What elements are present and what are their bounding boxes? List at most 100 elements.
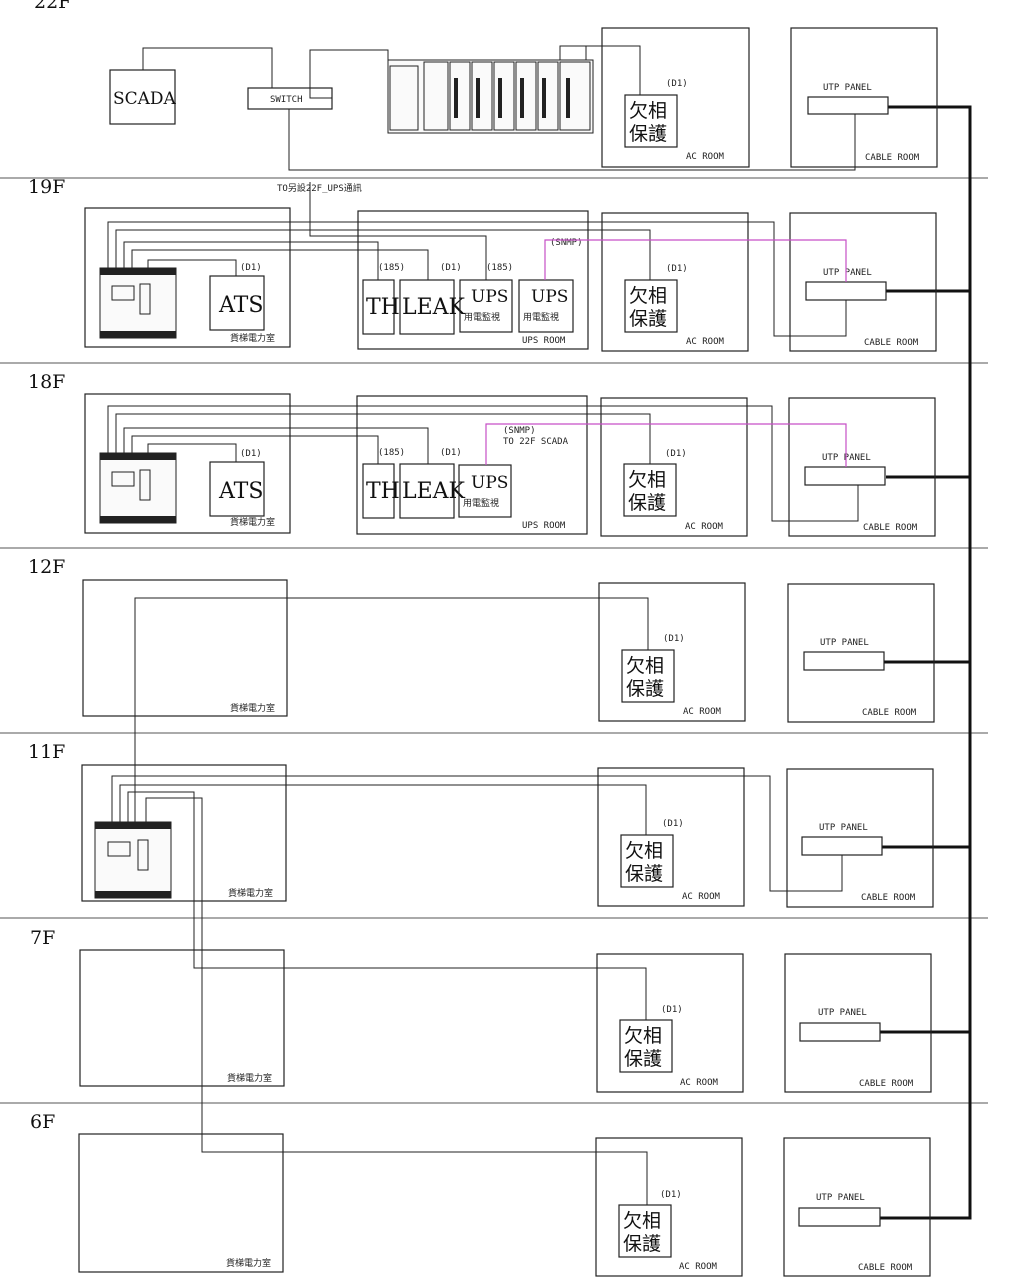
leak-label: LEAK (402, 479, 466, 504)
floor-11F: 貨梯電力室 (D1) 欠相 保護 AC ROOM UTP PANEL CABLE… (81, 764, 934, 1205)
to-22f-scada-label: TO 22F SCADA (503, 437, 569, 447)
utp-panel-11F (801, 836, 883, 856)
plc-18F (99, 452, 177, 524)
utp-panel-label: UTP PANEL (820, 638, 869, 648)
floor-12F: 貨梯電力室 (D1) 欠相 保護 AC ROOM UTP PANEL CABLE… (82, 579, 935, 822)
cable-room-label: CABLE ROOM (858, 1263, 913, 1273)
ups-label: UPS (471, 287, 508, 307)
floor-label-18F: 18F (28, 371, 65, 393)
phase-protect-text-1: 欠相 (624, 1025, 662, 1047)
elevator-room-label: 貨梯電力室 (226, 1257, 271, 1269)
ups-sub-label: 用電監視 (464, 311, 500, 323)
floor-label-6F: 6F (30, 1111, 55, 1133)
floor-label-19F: 19F (28, 176, 65, 198)
phase-protect-text-1: 欠相 (625, 840, 663, 862)
d1-label: (D1) (663, 634, 685, 644)
cable-room-label: CABLE ROOM (859, 1079, 914, 1089)
leak-label: LEAK (402, 295, 466, 320)
floor-7F: 貨梯電力室 (D1) 欠相 保護 AC ROOM UTP PANEL CABLE… (79, 949, 932, 1093)
elevator-room-6F (78, 1133, 284, 1273)
utp-panel-22F (807, 96, 889, 115)
utp-panel-label: UTP PANEL (823, 83, 872, 93)
elevator-room-label: 貨梯電力室 (228, 887, 273, 899)
utp-panel-7F (799, 1022, 881, 1042)
phase-protect-text-2: 保護 (629, 123, 667, 145)
phase-protect-22F (624, 94, 678, 148)
ac-room-22F (601, 27, 750, 168)
d1-label: (D1) (660, 1190, 682, 1200)
d1-label: (D1) (666, 264, 688, 274)
phase-protect-text-2: 保護 (628, 492, 666, 514)
phase-protect-text-2: 保護 (624, 1048, 662, 1070)
ac-room-label: AC ROOM (686, 152, 725, 162)
ac-room-18F (600, 397, 748, 537)
ac-room-19F (601, 212, 749, 352)
snmp-line-18F (485, 423, 847, 467)
ups-box-19F-2 (518, 279, 574, 333)
ats-box-18F (209, 461, 265, 517)
ups-label: UPS (531, 287, 568, 307)
ac-room-label: AC ROOM (680, 1078, 719, 1088)
cable-room-18F (788, 397, 936, 537)
phase-protect-text-1: 欠相 (623, 1210, 661, 1232)
ats-label: ATS (218, 293, 263, 318)
d1-label: (D1) (240, 263, 262, 273)
phase-protect-7F (619, 1019, 673, 1073)
snmp-label: (SNMP) (550, 238, 583, 248)
utp-panel-label: UTP PANEL (816, 1193, 865, 1203)
elevator-room-18F (84, 393, 291, 534)
th-label: TH (366, 295, 400, 320)
trunk-line (880, 105, 972, 1220)
floor-label-12F: 12F (28, 556, 65, 578)
floor-19F: TO另設22F_UPS通訊 ATS (D1) 貨梯電力室 TH (185) LE… (84, 182, 937, 352)
utp-panel-label: UTP PANEL (823, 268, 872, 278)
floor-label-22F: 22F (34, 0, 71, 13)
elevator-room-label: 貨梯電力室 (230, 516, 275, 528)
ac-room-label: AC ROOM (679, 1262, 718, 1272)
cable-room-label: CABLE ROOM (861, 893, 916, 903)
cable-room-6F (783, 1137, 931, 1277)
th-label: TH (366, 479, 400, 504)
elevator-room-12F (82, 579, 288, 717)
ac-room-11F (597, 767, 745, 907)
cable-room-12F (787, 583, 935, 723)
phase-protect-text-1: 欠相 (629, 100, 667, 122)
utp-panel-6F (798, 1207, 881, 1227)
phase-protect-text-1: 欠相 (628, 469, 666, 491)
snmp-label: (SNMP) (503, 426, 536, 436)
floor-label-11F: 11F (28, 741, 65, 763)
phase-protect-text-1: 欠相 (629, 285, 667, 307)
ups-label: UPS (471, 473, 508, 493)
rs485-label: (185) (486, 263, 513, 273)
cable-room-label: CABLE ROOM (862, 708, 917, 718)
leak-box-18F (399, 463, 455, 519)
plc-rack-22F (387, 59, 594, 134)
snmp-line-19F (544, 239, 847, 282)
floor-18F: ATS (D1) 貨梯電力室 TH (185) LEAK (D1) UPS 用電… (84, 393, 936, 537)
phase-protect-text-2: 保護 (625, 863, 663, 885)
ups-room-label: UPS ROOM (522, 336, 566, 346)
ups-room-19F (357, 210, 589, 350)
phase-protect-11F (620, 834, 674, 888)
d1-label: (D1) (665, 449, 687, 459)
cable-room-19F (789, 212, 937, 352)
cable-room-11F (786, 768, 934, 908)
scada-label: SCADA (113, 89, 177, 109)
floor-label-7F: 7F (30, 927, 55, 949)
ac-room-label: AC ROOM (682, 892, 721, 902)
phase-protect-text-2: 保護 (623, 1233, 661, 1255)
ac-room-6F (595, 1137, 743, 1277)
to-22f-ups-label: TO另設22F_UPS通訊 (277, 182, 362, 194)
elevator-room-label: 貨梯電力室 (227, 1072, 272, 1084)
ac-room-label: AC ROOM (683, 707, 722, 717)
phase-protect-text-1: 欠相 (626, 655, 664, 677)
phase-protect-19F (624, 279, 678, 333)
utp-panel-18F (804, 466, 886, 486)
cable-room-label: CABLE ROOM (863, 523, 918, 533)
ats-box-19F (209, 275, 265, 331)
ups-room-18F (356, 395, 588, 535)
elevator-room-11F (81, 764, 287, 902)
ac-room-label: AC ROOM (685, 522, 724, 532)
phase-protect-text-2: 保護 (626, 678, 664, 700)
